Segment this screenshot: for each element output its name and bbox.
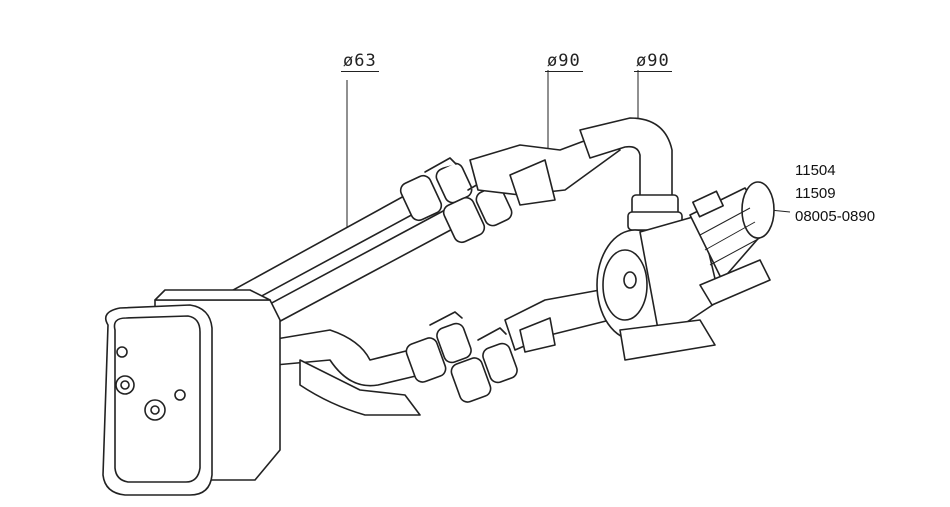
heat-exchanger (102, 289, 281, 496)
motor (689, 181, 775, 306)
part-number: 11504 (795, 162, 836, 179)
lower-valves (405, 289, 611, 403)
part-number: 11509 (795, 185, 836, 202)
upper-valves (399, 157, 513, 244)
upper-manifold (469, 117, 683, 231)
lower-pipes (269, 329, 421, 416)
dimension-label-63: ø63 (341, 51, 379, 72)
dimension-label-90-b: ø90 (634, 51, 672, 72)
part-number: 08005-0890 (795, 208, 876, 225)
dimension-label-90-a: ø90 (545, 51, 583, 72)
